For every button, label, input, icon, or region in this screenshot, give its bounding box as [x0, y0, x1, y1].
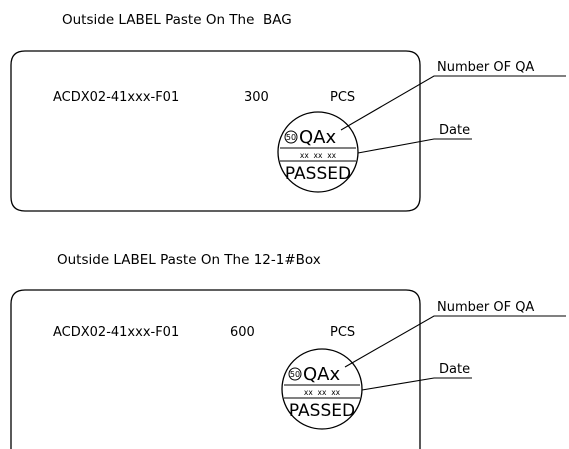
unit: PCS — [330, 90, 355, 105]
part-number: ACDX02-41xxx-F01 — [53, 325, 179, 340]
stamp-result: PASSED — [289, 401, 355, 421]
unit: PCS — [330, 325, 355, 340]
qa-stamp: 50 QAx xx xx xx PASSED — [277, 111, 359, 193]
quantity: 600 — [230, 325, 255, 340]
part-number: ACDX02-41xxx-F01 — [53, 90, 179, 105]
panel-heading: Outside LABEL Paste On The BAG — [62, 12, 292, 28]
callout-qa-number: Number OF QA — [344, 300, 566, 368]
stamp-date: xx xx xx — [304, 388, 341, 397]
stamp-code: QAx — [303, 364, 340, 385]
callout-date: Date — [357, 123, 472, 154]
stamp-result: PASSED — [285, 164, 351, 184]
stamp-number-circle — [284, 130, 298, 144]
stamp-date: xx xx xx — [300, 151, 337, 160]
callout-qa-number: Number OF QA — [340, 60, 566, 131]
stamp-number: 50 — [290, 370, 300, 379]
stamp-code: QAx — [299, 127, 336, 148]
panel-heading: Outside LABEL Paste On The 12-1#Box — [57, 252, 321, 268]
stamp-number-circle — [288, 367, 302, 381]
callout-date: Date — [361, 362, 472, 391]
label-outline — [10, 289, 421, 449]
callout-label: Date — [439, 362, 470, 377]
qa-stamp: 50 QAx xx xx xx PASSED — [281, 348, 363, 430]
label-outline — [10, 50, 421, 212]
panel-bag: Outside LABEL Paste On The BAG ACDX02-41… — [10, 12, 566, 212]
callout-label: Number OF QA — [437, 60, 534, 75]
stamp-circle — [277, 111, 359, 193]
quantity: 300 — [244, 90, 269, 105]
stamp-number: 50 — [286, 133, 296, 142]
stamp-circle — [281, 348, 363, 430]
panel-box: Outside LABEL Paste On The 12-1#Box ACDX… — [10, 252, 566, 449]
callout-label: Date — [439, 123, 470, 138]
callout-label: Number OF QA — [437, 300, 534, 315]
